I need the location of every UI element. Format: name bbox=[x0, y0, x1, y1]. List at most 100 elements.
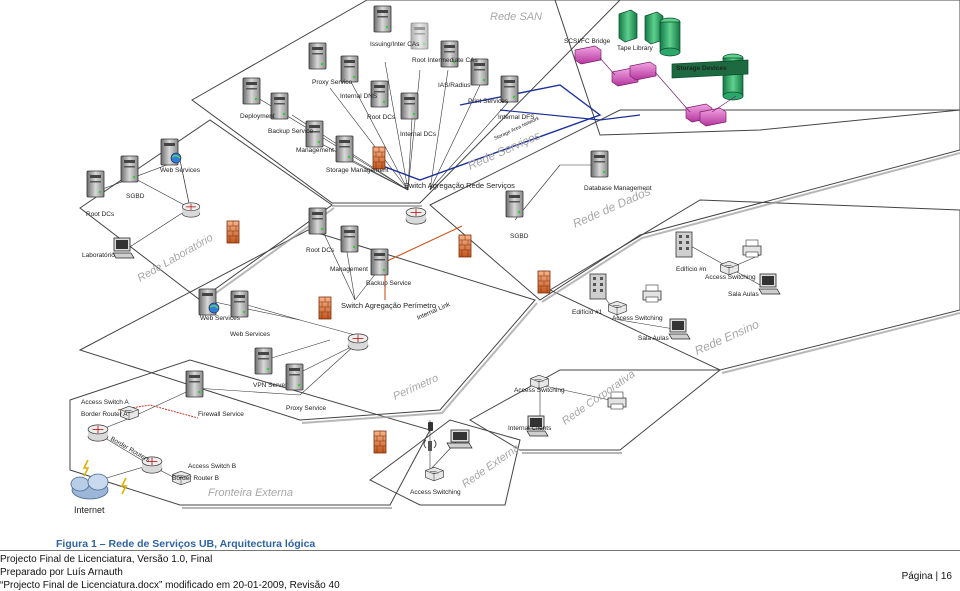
label-internal-dns: Internal DNS bbox=[340, 93, 378, 100]
server-icon bbox=[373, 5, 392, 33]
zone-label-externa: Rede Externa bbox=[460, 442, 522, 490]
zone-label-laboratorio: Rede Laboratório bbox=[136, 232, 216, 285]
label-switch-perimetro: Switch Agregação Perímetro bbox=[341, 301, 436, 310]
label-issuing: Issuing/Inter CAs bbox=[370, 41, 420, 48]
lightning-icon bbox=[82, 459, 90, 477]
webserver-icon bbox=[160, 138, 182, 166]
label-edificio-1: Edifício #1 bbox=[572, 309, 603, 316]
label-deployment: Deployment bbox=[240, 113, 275, 120]
firewall-icon bbox=[458, 234, 472, 258]
server-icon bbox=[400, 92, 419, 120]
server-icon bbox=[242, 77, 261, 105]
lightning-icon bbox=[120, 477, 128, 495]
server-icon bbox=[308, 42, 327, 70]
label-access-sw-n: Access Switching bbox=[705, 274, 756, 281]
firewall-icon bbox=[537, 270, 551, 294]
label-root-ca: Root Intermediate CAs bbox=[412, 57, 479, 64]
label-storage-devices: Storage Devices bbox=[676, 65, 727, 72]
firewall-icon bbox=[318, 296, 332, 320]
label-proxy-top: Proxy Service bbox=[312, 79, 352, 86]
switch-icon bbox=[720, 260, 739, 276]
label-sala-aulas-n: Sala Aulas bbox=[728, 291, 759, 298]
label-web-top: Web Services bbox=[160, 167, 201, 174]
label-web-mid2: Web Services bbox=[230, 331, 271, 338]
label-management-top: Management bbox=[296, 147, 334, 154]
zone-servicos-outline bbox=[191, 0, 621, 204]
internal-link-line bbox=[384, 225, 463, 300]
san-link bbox=[379, 84, 602, 181]
label-border-routers: Border Routers bbox=[109, 436, 151, 464]
cloud-icon bbox=[70, 473, 109, 500]
label-internal-clients: Internal Clients bbox=[508, 425, 552, 432]
building-icon bbox=[675, 231, 693, 258]
label-print: Print Services bbox=[468, 98, 509, 105]
footer-divider bbox=[0, 550, 960, 551]
footer-line-3: “Projecto Final de Licenciatura.docx” mo… bbox=[0, 580, 340, 591]
label-access-sw-ext: Access Switching bbox=[410, 489, 461, 496]
zone-shadows bbox=[182, 152, 960, 509]
label-internet: Internet bbox=[74, 505, 105, 515]
firewall-icon bbox=[373, 430, 387, 454]
server-icon bbox=[285, 363, 304, 391]
router-icon bbox=[405, 207, 427, 225]
laptop-icon bbox=[446, 429, 473, 449]
label-internal-dcs: Internal DCs bbox=[400, 131, 437, 138]
label-scsi: SCSI/FC Bridge bbox=[564, 38, 611, 45]
zone-label-fronteira: Fronteira Externa bbox=[208, 487, 293, 499]
label-root-dcs-top: Root DCs bbox=[367, 114, 396, 121]
label-access-sw-corp: Access Switching bbox=[514, 387, 565, 394]
zone-label-san: Rede SAN bbox=[490, 11, 542, 23]
label-web-mid1: Web Services bbox=[200, 315, 241, 322]
label-internal-dfs: Internal DFS bbox=[498, 114, 535, 121]
server-icon bbox=[120, 155, 139, 183]
label-ias: IAS/Radius bbox=[438, 82, 471, 89]
label-root-dcs-mid: Root DCs bbox=[306, 247, 335, 254]
building-icon bbox=[589, 273, 607, 300]
label-management-mid: Management bbox=[330, 266, 368, 273]
server-icon bbox=[185, 370, 204, 398]
server-icon bbox=[230, 290, 249, 318]
label-access-sw-1: Access Switching bbox=[612, 315, 663, 322]
switch-icon bbox=[425, 466, 444, 482]
san-link-2 bbox=[499, 109, 641, 121]
label-sgbd-right: SGBD bbox=[510, 233, 529, 240]
pc-icon bbox=[668, 318, 691, 340]
figure-caption: Figura 1 – Rede de Serviços UB, Arquitec… bbox=[56, 538, 316, 550]
router-icon bbox=[87, 424, 109, 442]
server-icon bbox=[86, 170, 105, 198]
printer-icon bbox=[642, 284, 662, 303]
zone-dados-outline bbox=[429, 109, 960, 301]
zone-corporativa-outline bbox=[469, 369, 722, 451]
server-icon bbox=[308, 207, 327, 235]
zone-fronteira-outline bbox=[69, 359, 431, 506]
label-db-mgmt: Database Management bbox=[584, 185, 652, 192]
label-backup-mid: Backup Service bbox=[366, 280, 412, 287]
server-icon bbox=[590, 150, 609, 178]
router-icon bbox=[181, 202, 201, 218]
router-icon bbox=[347, 333, 369, 351]
label-storage-mgmt: Storage Management bbox=[326, 167, 389, 174]
label-edificio-n: Edifício #n bbox=[676, 266, 707, 273]
phone-icon bbox=[428, 422, 433, 431]
label-proxy-mid: Proxy Service bbox=[286, 405, 326, 412]
zone-label-perimetro: Perímetro bbox=[391, 372, 440, 403]
fc-bridge-icon bbox=[574, 45, 737, 127]
zone-lab-outline bbox=[79, 119, 333, 301]
label-vpn: VPN Server bbox=[253, 382, 288, 389]
server-icon bbox=[335, 135, 354, 163]
server-icon bbox=[370, 248, 389, 276]
printer-icon bbox=[742, 239, 762, 258]
zone-label-ensino: Rede Ensino bbox=[693, 317, 762, 358]
device-labels: Issuing/Inter CAs Root Intermediate CAs … bbox=[74, 38, 759, 515]
label-access-sw-b: Access Switch B bbox=[188, 463, 236, 470]
tape-library-icon bbox=[618, 9, 664, 45]
server-icon bbox=[340, 225, 359, 253]
label-backup-top: Backup Service bbox=[268, 128, 314, 135]
footer-line-1: Projecto Final de Licenciatura, Versão 1… bbox=[0, 554, 213, 565]
firewall-icon bbox=[226, 220, 240, 244]
firewall-icon bbox=[372, 146, 386, 170]
label-switch-servicos: Switch Agregação Rede Serviços bbox=[404, 181, 515, 190]
page-number: Página | 16 bbox=[901, 571, 952, 582]
webserver-icon bbox=[198, 288, 220, 316]
